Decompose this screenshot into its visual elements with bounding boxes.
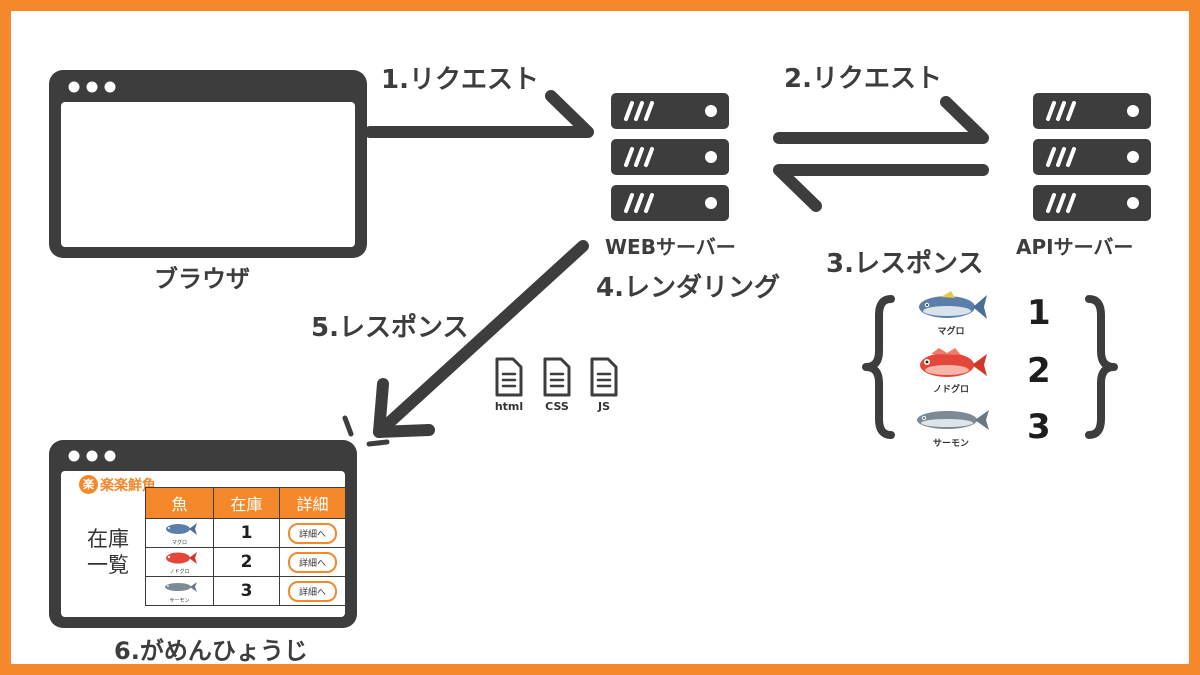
inventory-table: 魚 在庫 詳細 マグロ 1 詳細へ [145,487,346,606]
api-value-1: 1 [1027,293,1051,333]
table-header-row: 魚 在庫 詳細 [145,487,346,519]
response-arrow-5 [342,240,589,447]
nodoguro-icon [920,348,987,377]
salmon-icon [917,410,989,430]
api-value-3: 3 [1027,407,1051,447]
web-server-label: WEBサーバー [605,235,736,259]
css-file-icon [543,357,571,397]
fish-cell: ノドグロ [145,547,214,577]
header-fish: 魚 [145,487,214,519]
stock-cell: 3 [213,576,280,606]
table-row: サーモン 3 詳細へ [145,576,346,606]
detail-cell: 詳細へ [279,547,346,577]
tuna-icon [919,291,987,319]
table-row: ノドグロ 2 詳細へ [145,547,346,577]
logo-text: 楽楽鮮魚 [100,478,156,494]
response-5-label: 5.レスポンス [311,313,469,343]
detail-button[interactable]: 詳細へ [287,552,337,573]
html-file-label: html [494,400,524,413]
side-title-line-2: 一覧 [87,553,129,577]
request-response-arrows [773,96,989,212]
side-title-line-1: 在庫 [87,527,129,551]
css-file-label: CSS [545,400,569,413]
nodoguro-icon [165,551,197,564]
api-data-braces [862,295,1118,439]
browser-window-icon [49,70,367,258]
detail-button[interactable]: 詳細へ [287,581,337,602]
web-server-icon [611,93,729,221]
detail-cell: 詳細へ [279,518,346,548]
js-file-label: JS [597,400,610,413]
request-1-label: 1.リクエスト [381,65,539,95]
salmon-icon [164,581,197,592]
api-fish-name-2: ノドグロ [932,385,969,395]
api-server-icon [1033,93,1151,221]
header-detail: 詳細 [279,487,346,519]
api-fish-name-1: マグロ [937,327,965,337]
detail-cell: 詳細へ [279,576,346,606]
fish-name: サーモン [169,597,190,604]
rendering-label: 4.レンダリング [596,273,780,303]
fish-name: マグロ [171,539,187,546]
table-row: マグロ 1 詳細へ [145,518,346,548]
js-file-icon [590,357,618,397]
request-arrow-1 [364,90,594,138]
fish-cell: マグロ [145,518,214,548]
api-fish-name-3: サーモン [932,439,969,449]
html-file-icon [495,357,523,397]
stock-cell: 1 [213,518,280,548]
stock-cell: 2 [213,547,280,577]
logo-icon: 楽 [79,475,98,494]
api-value-2: 2 [1027,351,1051,391]
tuna-icon [165,522,197,535]
api-server-label: APIサーバー [1016,235,1134,259]
fish-name: ノドグロ [169,568,190,575]
fish-cell: サーモン [145,576,214,606]
response-3-label: 3.レスポンス [826,249,984,279]
header-stock: 在庫 [213,487,280,519]
detail-button[interactable]: 詳細へ [287,523,337,544]
request-2-label: 2.リクエスト [784,64,942,94]
display-6-label: 6.がめんひょうじ [114,637,308,665]
browser-label: ブラウザ [154,265,250,293]
